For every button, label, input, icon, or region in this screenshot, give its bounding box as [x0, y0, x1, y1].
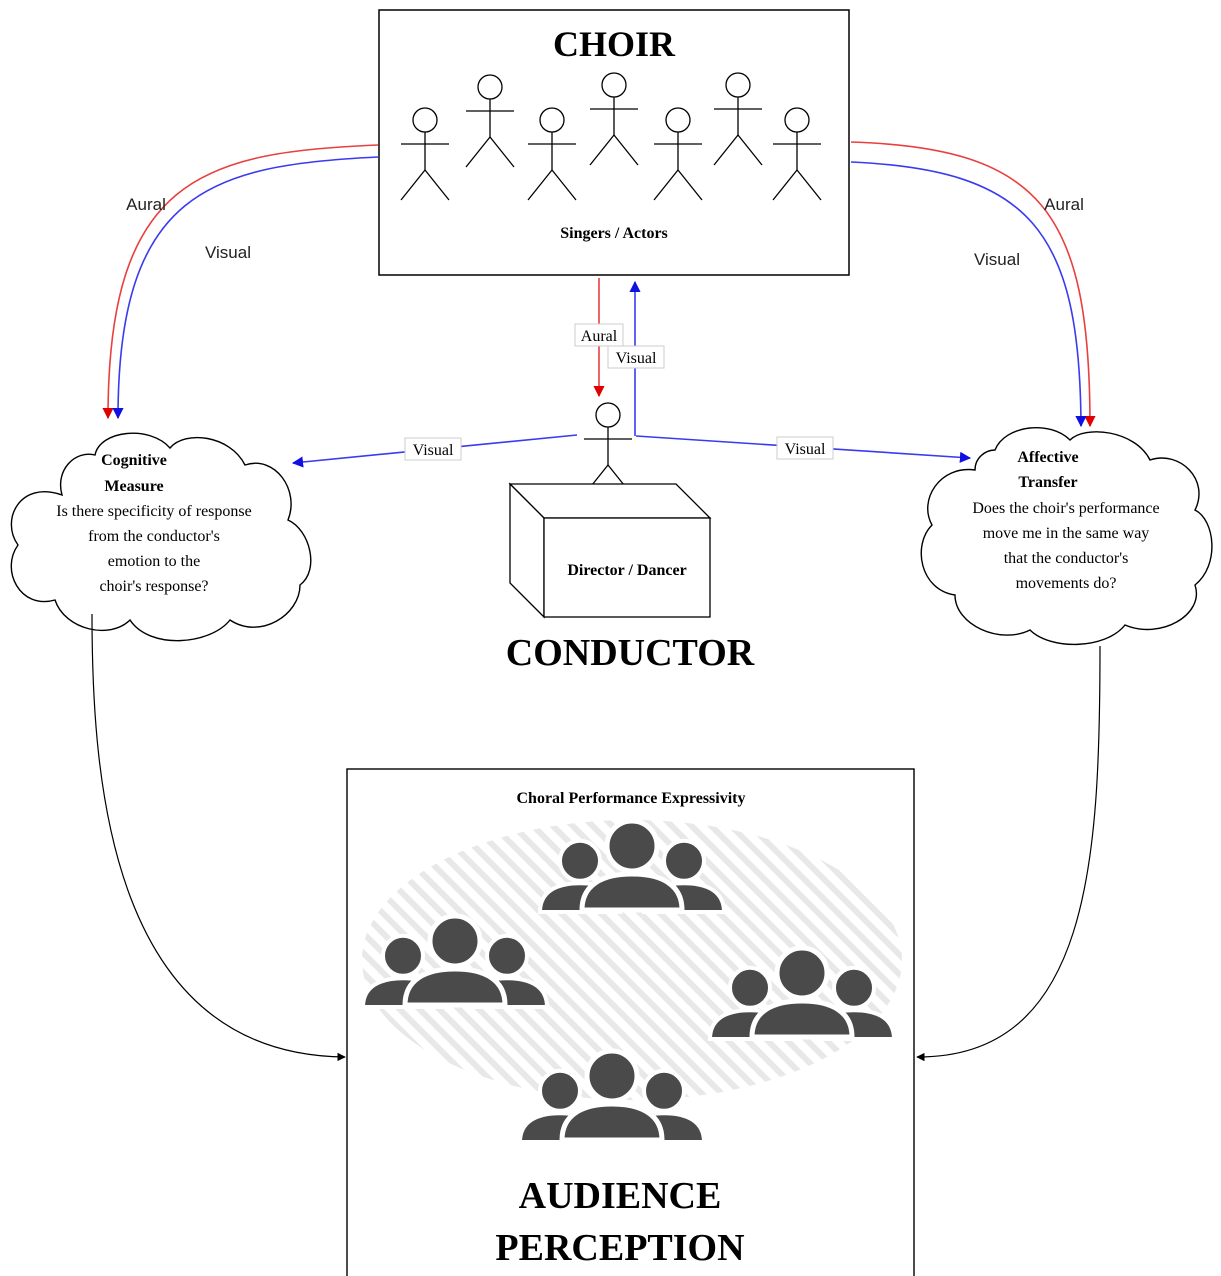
visual-label-center-box: Visual [607, 345, 665, 369]
audience-title-1: AUDIENCE [519, 1175, 722, 1217]
choir-subtitle: Singers / Actors [560, 225, 668, 242]
choir-box: CHOIR Singers / Actors [378, 9, 850, 276]
visual-label-center: Visual [616, 350, 657, 367]
cognitive-title-2: Measure [104, 478, 163, 495]
aural-arrow-left [102, 144, 379, 420]
visual-label-to-cognitive: Visual [413, 442, 454, 459]
affective-body-3: that the conductor's [1004, 550, 1129, 567]
conductor-podium: Director / Dancer [508, 482, 712, 619]
conductor-figure [583, 402, 633, 496]
cognitive-body-1: Is there specificity of response [56, 503, 251, 520]
visual-label-affective-box: Visual [776, 436, 834, 460]
audience-box: Choral Performance Expressivity [346, 768, 915, 1276]
affective-body-4: movements do? [1016, 575, 1117, 592]
aural-label-left: Aural [126, 195, 166, 214]
conductor-box-label: Director / Dancer [567, 562, 686, 579]
visual-label-to-affective: Visual [785, 441, 826, 458]
cognitive-to-audience-arrow [91, 613, 346, 1062]
aural-label-right: Aural [1044, 195, 1084, 214]
cognitive-title-1: Cognitive [101, 452, 167, 469]
visual-label-right: Visual [974, 250, 1020, 269]
visual-arrow-right [850, 161, 1087, 428]
aural-label-center: Aural [581, 328, 618, 345]
cognitive-body-2: from the conductor's [88, 528, 220, 545]
affective-title-1: Affective [1017, 449, 1078, 466]
conductor-title: CONDUCTOR [506, 632, 755, 674]
choir-title: CHOIR [553, 24, 676, 64]
cognitive-body-4: choir's response? [99, 578, 208, 595]
cognitive-cloud: Cognitive Measure Is there specificity o… [10, 432, 312, 642]
cognitive-body-3: emotion to the [108, 553, 200, 570]
affective-body-1: Does the choir's performance [972, 500, 1159, 517]
affective-body-2: move me in the same way [983, 525, 1150, 542]
audience-title-2: PERCEPTION [495, 1227, 744, 1269]
visual-label-cognitive-box: Visual [404, 437, 462, 461]
visual-label-left: Visual [205, 243, 251, 262]
visual-arrow-left [112, 156, 379, 420]
affective-cloud: Affective Transfer Does the choir's perf… [920, 427, 1213, 646]
affective-to-audience-arrow [916, 645, 1101, 1062]
aural-arrow-right [850, 141, 1096, 428]
aural-label-center-box: Aural [574, 323, 624, 347]
affective-title-2: Transfer [1018, 474, 1077, 491]
audience-header: Choral Performance Expressivity [517, 790, 746, 807]
